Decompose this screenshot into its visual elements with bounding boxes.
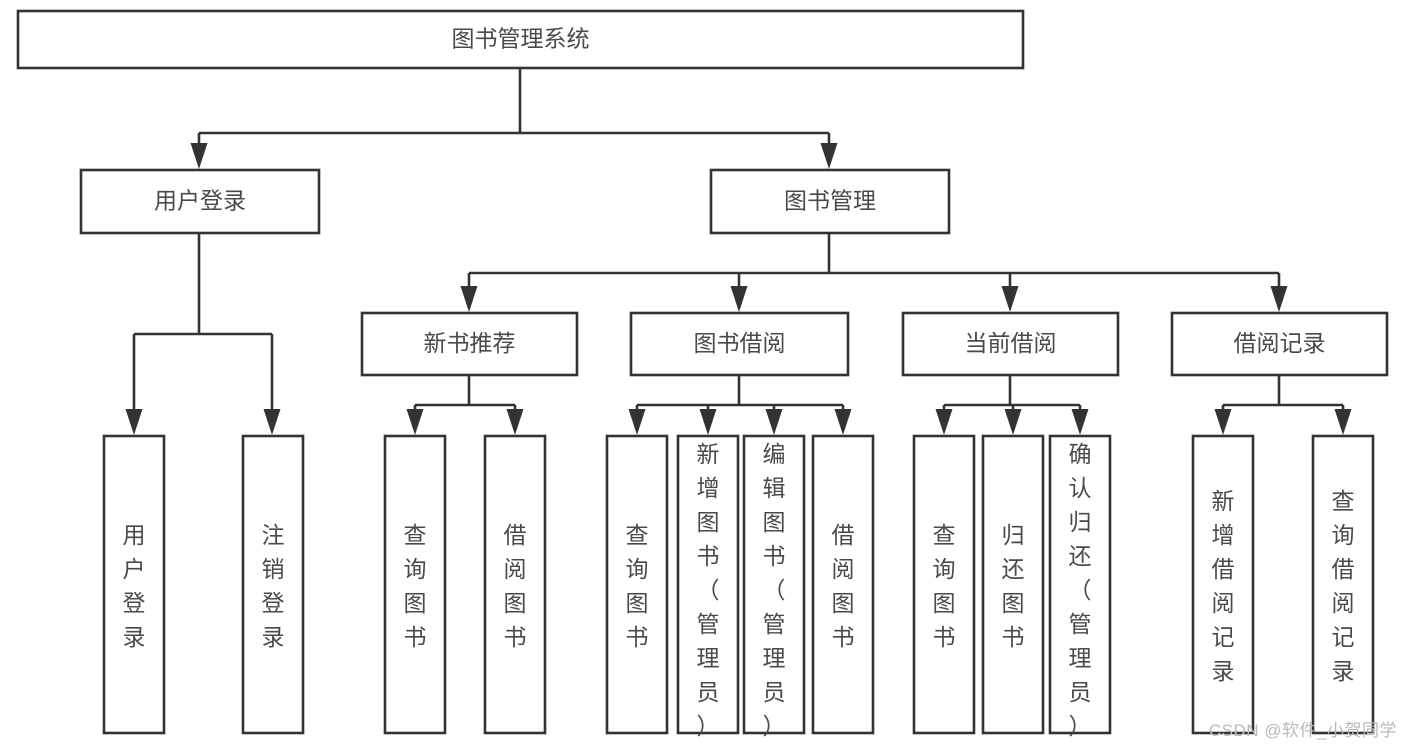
diagram-node-newbook-2[interactable]: 借阅图书 <box>483 434 547 735</box>
diagram-node-borrow-3[interactable]: 编辑图书（管理员） <box>742 434 806 739</box>
node-box[interactable] <box>981 434 1045 735</box>
node-label: 当前借阅 <box>965 330 1057 356</box>
node-box[interactable] <box>483 434 547 735</box>
arrow-head-icon <box>1001 286 1019 312</box>
arrow-head-icon <box>1334 409 1352 435</box>
diagram-node-newbook[interactable]: 新书推荐 <box>360 311 579 377</box>
node-box[interactable] <box>1170 311 1389 377</box>
arrow-head-icon <box>1071 409 1089 435</box>
diagram-node-bookmgmt[interactable]: 图书管理 <box>709 168 951 235</box>
arrow-head-icon <box>460 286 478 312</box>
arrow-head-icon <box>765 409 783 435</box>
node-label: 注销登录 <box>262 522 285 650</box>
diagram-node-login[interactable]: 用户登录 <box>79 168 321 235</box>
arrow-head-icon <box>1270 286 1288 312</box>
connector-group <box>1214 375 1352 435</box>
node-box[interactable] <box>742 434 806 735</box>
arrow-head-icon <box>628 409 646 435</box>
arrow-head-icon <box>263 409 281 435</box>
connector-group <box>628 375 852 435</box>
arrow-head-icon <box>506 409 524 435</box>
diagram-node-records-2[interactable]: 查询借阅记录 <box>1311 434 1375 735</box>
diagram-node-borrow-4[interactable]: 借阅图书 <box>811 434 875 735</box>
arrow-head-icon <box>820 143 838 169</box>
arrow-head-icon <box>699 409 717 435</box>
node-box[interactable] <box>676 434 740 735</box>
node-box[interactable] <box>241 434 305 735</box>
connector-group <box>190 68 838 169</box>
node-box[interactable] <box>383 434 447 735</box>
node-layer: 图书管理系统用户登录图书管理新书推荐图书借阅当前借阅借阅记录用户登录注销登录查询… <box>16 9 1389 739</box>
node-box[interactable] <box>102 434 166 735</box>
node-label: 查询图书 <box>404 522 427 650</box>
node-box[interactable] <box>629 311 850 377</box>
diagram-node-login-2[interactable]: 注销登录 <box>241 434 305 735</box>
node-label: 查询图书 <box>933 522 956 650</box>
diagram-node-records-1[interactable]: 新增借阅记录 <box>1191 434 1255 735</box>
diagram-node-current-1[interactable]: 查询图书 <box>912 434 976 735</box>
node-box[interactable] <box>912 434 976 735</box>
node-box[interactable] <box>709 168 951 235</box>
connector-group <box>460 233 1288 312</box>
node-label: 编辑图书（管理员） <box>763 441 786 739</box>
node-box[interactable] <box>1311 434 1375 735</box>
node-box[interactable] <box>1048 434 1112 735</box>
arrow-head-icon <box>834 409 852 435</box>
node-label: 借阅图书 <box>504 522 527 650</box>
diagram-node-root[interactable]: 图书管理系统 <box>16 9 1025 70</box>
diagram-node-login-1[interactable]: 用户登录 <box>102 434 166 735</box>
node-label: 归还图书 <box>1002 522 1025 650</box>
node-box[interactable] <box>16 9 1025 70</box>
node-box[interactable] <box>605 434 669 735</box>
node-label: 查询借阅记录 <box>1332 488 1355 684</box>
node-label: 确认归还（管理员） <box>1069 441 1092 739</box>
node-box[interactable] <box>360 311 579 377</box>
node-label: 用户登录 <box>154 188 246 214</box>
diagram-node-current-2[interactable]: 归还图书 <box>981 434 1045 735</box>
node-label: 图书管理系统 <box>452 26 590 52</box>
arrow-head-icon <box>190 143 208 169</box>
connector-group <box>406 375 524 435</box>
diagram-node-current-3[interactable]: 确认归还（管理员） <box>1048 434 1112 739</box>
node-box[interactable] <box>901 311 1120 377</box>
node-box[interactable] <box>1191 434 1255 735</box>
node-box[interactable] <box>79 168 321 235</box>
watermark-label: CSDN @软件_小贺同学 <box>1208 721 1397 740</box>
node-label: 借阅记录 <box>1234 330 1326 356</box>
node-label: 查询图书 <box>626 522 649 650</box>
connector-layer <box>125 68 1352 435</box>
arrow-head-icon <box>1004 409 1022 435</box>
node-label: 新增借阅记录 <box>1212 488 1235 684</box>
node-label: 用户登录 <box>123 522 146 650</box>
arrow-head-icon <box>935 409 953 435</box>
node-label: 图书借阅 <box>694 330 786 356</box>
diagram-node-borrow-2[interactable]: 新增图书（管理员） <box>676 434 740 739</box>
node-label: 借阅图书 <box>832 522 855 650</box>
node-label: 新增图书（管理员） <box>697 441 720 739</box>
arrow-head-icon <box>406 409 424 435</box>
diagram-node-current[interactable]: 当前借阅 <box>901 311 1120 377</box>
diagram-node-newbook-1[interactable]: 查询图书 <box>383 434 447 735</box>
node-box[interactable] <box>811 434 875 735</box>
node-label: 图书管理 <box>784 188 876 214</box>
diagram-node-borrow-1[interactable]: 查询图书 <box>605 434 669 735</box>
diagram-node-records[interactable]: 借阅记录 <box>1170 311 1389 377</box>
arrow-head-icon <box>1214 409 1232 435</box>
node-label: 新书推荐 <box>424 330 516 356</box>
arrow-head-icon <box>125 409 143 435</box>
arrow-head-icon <box>730 286 748 312</box>
diagram-node-borrow[interactable]: 图书借阅 <box>629 311 850 377</box>
connector-group <box>125 233 281 435</box>
connector-group <box>935 375 1089 435</box>
